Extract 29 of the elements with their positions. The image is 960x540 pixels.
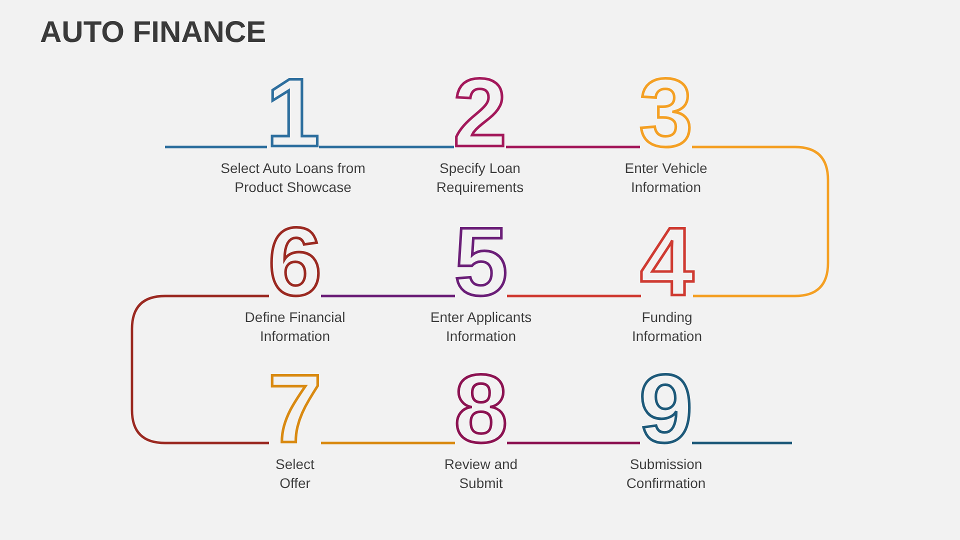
step-caption: Submission Confirmation: [625, 455, 707, 493]
step-caption: Funding Information: [630, 308, 704, 346]
step-number: 3: [640, 75, 692, 147]
connector-line: [321, 442, 455, 444]
step-caption: Enter Vehicle Information: [624, 159, 708, 197]
step-caption: Select Offer: [274, 455, 316, 493]
connector-line: [165, 146, 267, 148]
step-caption: Select Auto Loans from Product Showcase: [220, 159, 366, 197]
step-number: 1: [267, 75, 319, 147]
step-caption: Define Financial Information: [244, 308, 346, 346]
step-caption: Specify Loan Requirements: [435, 159, 525, 197]
connector-line: [319, 146, 454, 148]
step-number: 7: [269, 371, 321, 443]
step-caption: Review and Submit: [443, 455, 519, 493]
connector-line: [506, 146, 640, 148]
connector-line: [692, 146, 830, 298]
step-number: 5: [455, 224, 507, 296]
connector-line: [507, 442, 640, 444]
connector-line: [692, 442, 792, 444]
connector-line: [507, 294, 641, 298]
step-number: 4: [641, 224, 693, 296]
step-number: 2: [454, 75, 506, 147]
step-number: 8: [455, 371, 507, 443]
step-number: 9: [640, 371, 692, 443]
slide-title: AUTO FINANCE: [40, 16, 266, 50]
step-caption: Enter Applicants Information: [429, 308, 533, 346]
connector-line: [130, 294, 269, 444]
step-number: 6: [269, 224, 321, 296]
connector-line: [321, 294, 455, 298]
